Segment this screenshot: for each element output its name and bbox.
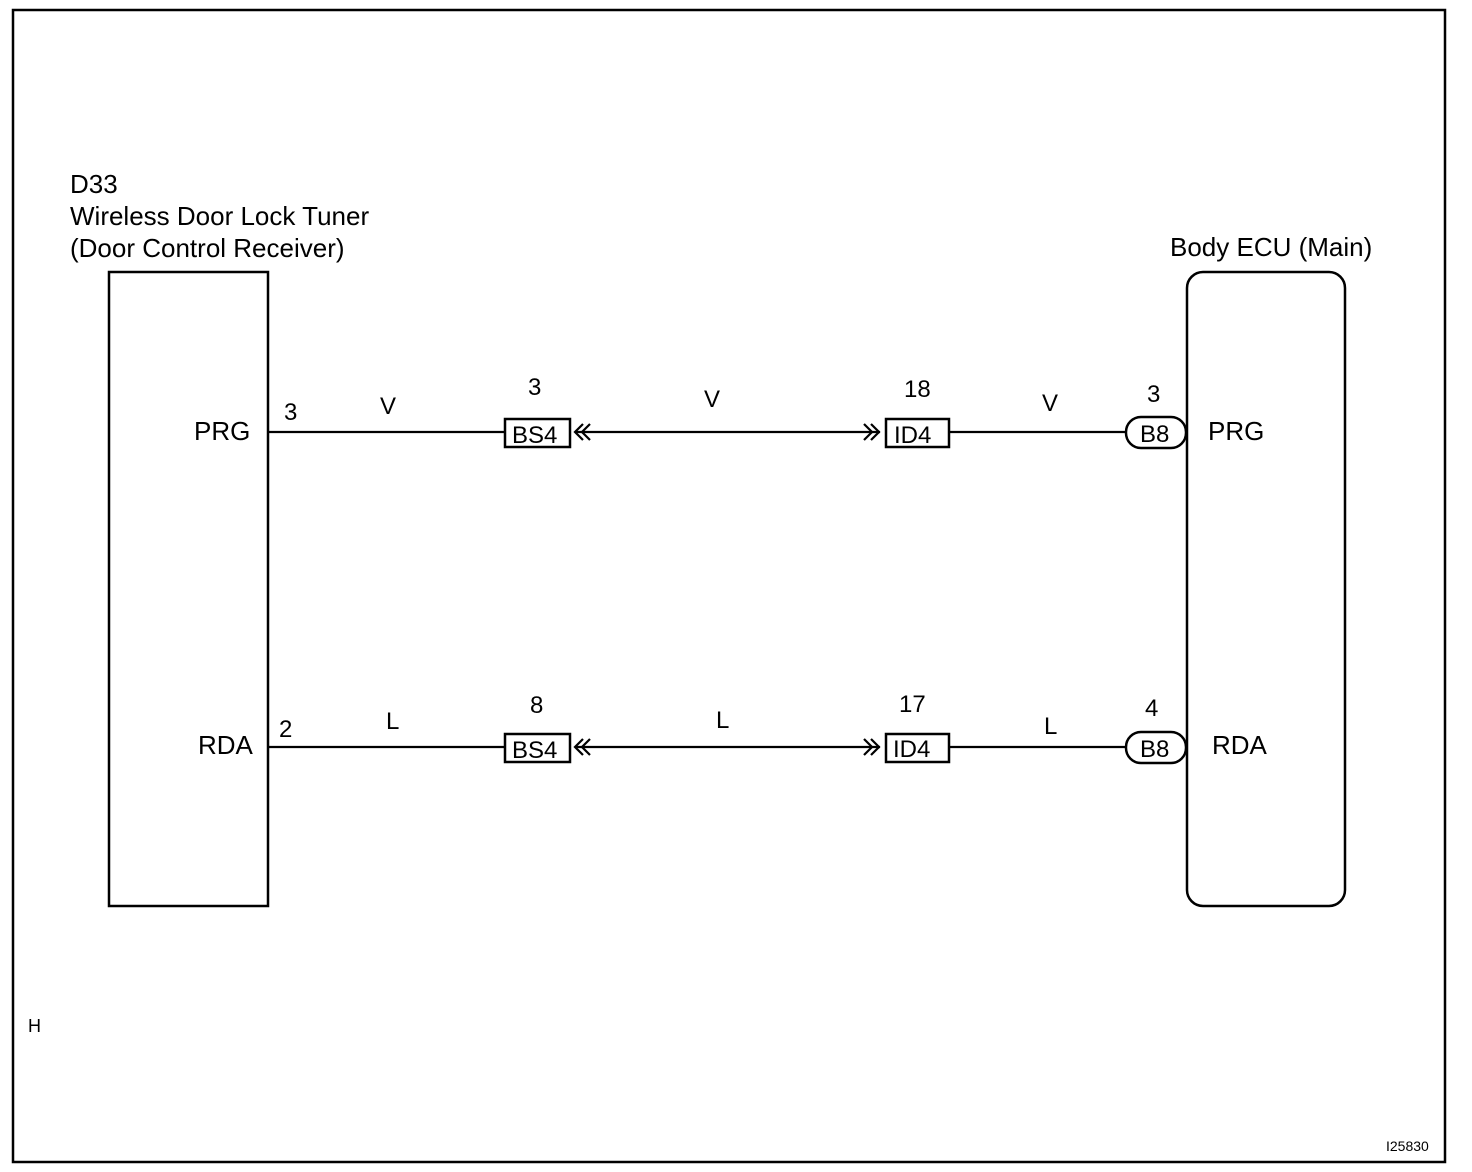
junction1-pin: 3 (528, 374, 541, 401)
circuit-rda: RDA 2 L 8 BS4 L 17 ID4 L 4 B8 RDA (198, 691, 1268, 765)
left-terminal-label: RDA (198, 730, 254, 760)
tuner-box (107, 270, 270, 908)
ecu-connector-label: B8 (1140, 421, 1169, 448)
left-pin-number: 3 (284, 399, 297, 426)
ecu-connector-b8 (1124, 415, 1188, 450)
left-pin-number: 2 (279, 716, 292, 743)
junction2-pin: 17 (899, 691, 926, 718)
left-terminal-label: PRG (194, 416, 250, 446)
left-component-subname: (Door Control Receiver) (70, 233, 345, 263)
left-component-name: Wireless Door Lock Tuner (70, 201, 369, 231)
right-component: Body ECU (Main) (1170, 232, 1372, 908)
junction2-label: ID4 (893, 736, 930, 763)
junction-connector-bs4 (503, 732, 572, 764)
wire-color-label: L (716, 707, 729, 734)
junction-connector-bs4 (503, 417, 572, 449)
connector-chevron-right-icon (863, 423, 881, 441)
junction1-pin: 8 (530, 692, 543, 719)
junction1-label: BS4 (512, 737, 557, 764)
wire-color-label: L (1044, 713, 1057, 740)
ecu-pin-number: 3 (1147, 381, 1160, 408)
figure-id: I25830 (1386, 1138, 1429, 1154)
left-component-code: D33 (70, 169, 118, 199)
junction1-label: BS4 (512, 422, 557, 449)
right-terminal-label: RDA (1212, 730, 1268, 760)
ecu-connector-b8 (1124, 730, 1188, 765)
circuit-prg: PRG 3 V 3 BS4 V 18 ID4 V 3 B8 PRG (194, 374, 1264, 450)
wire-color-label: V (380, 393, 396, 420)
wire-color-label: V (1042, 390, 1058, 417)
junction2-label: ID4 (894, 422, 931, 449)
junction2-pin: 18 (904, 376, 931, 403)
ecu-box (1185, 270, 1347, 908)
ecu-pin-number: 4 (1145, 695, 1158, 722)
right-terminal-label: PRG (1208, 416, 1264, 446)
right-component-name: Body ECU (Main) (1170, 232, 1372, 262)
wire-color-label: L (386, 708, 399, 735)
diagram-frame (11, 8, 1447, 1164)
connector-chevron-right-icon (863, 738, 881, 756)
wire-color-label: V (704, 386, 720, 413)
ecu-connector-label: B8 (1140, 736, 1169, 763)
corner-mark: H (28, 1016, 41, 1036)
left-component: D33 Wireless Door Lock Tuner (Door Contr… (70, 169, 369, 908)
